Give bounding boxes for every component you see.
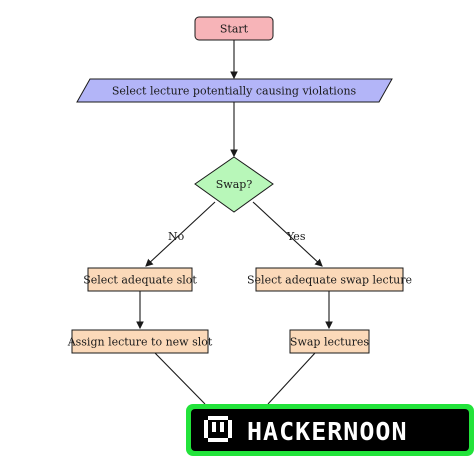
- swap-node: [289, 329, 370, 354]
- select-lecture-node: [76, 78, 393, 103]
- start-label: Start: [220, 23, 249, 36]
- select-swap-label: Select adequate swap lecture: [247, 274, 412, 287]
- edge-label-yes: Yes: [286, 230, 306, 243]
- assign-label: Assign lecture to new slot: [67, 336, 213, 349]
- select-slot-node: [87, 267, 193, 292]
- select-swap-node: [255, 267, 404, 292]
- start-node: [194, 16, 274, 41]
- swap-label: Swap lectures: [290, 336, 370, 349]
- assign-node: [71, 329, 209, 354]
- edge-assign-to-end: [154, 352, 206, 405]
- edge-label-no: No: [168, 230, 185, 243]
- edge-swap-to-end: [267, 352, 316, 405]
- swap-decision-node: [194, 156, 274, 213]
- select-slot-label: Select adequate slot: [83, 274, 197, 287]
- swap-decision-label: Swap?: [216, 178, 253, 191]
- hackernoon-watermark: HACKERNOON: [186, 404, 474, 456]
- select-lecture-label: Select lecture potentially causing viola…: [112, 85, 357, 98]
- watermark-brand: HACKERNOON: [247, 417, 408, 446]
- edge-decision-yes: [252, 201, 323, 267]
- watermark-panel: HACKERNOON: [191, 409, 469, 451]
- edge-decision-no: [145, 201, 216, 267]
- hackernoon-logo-icon: [204, 416, 232, 442]
